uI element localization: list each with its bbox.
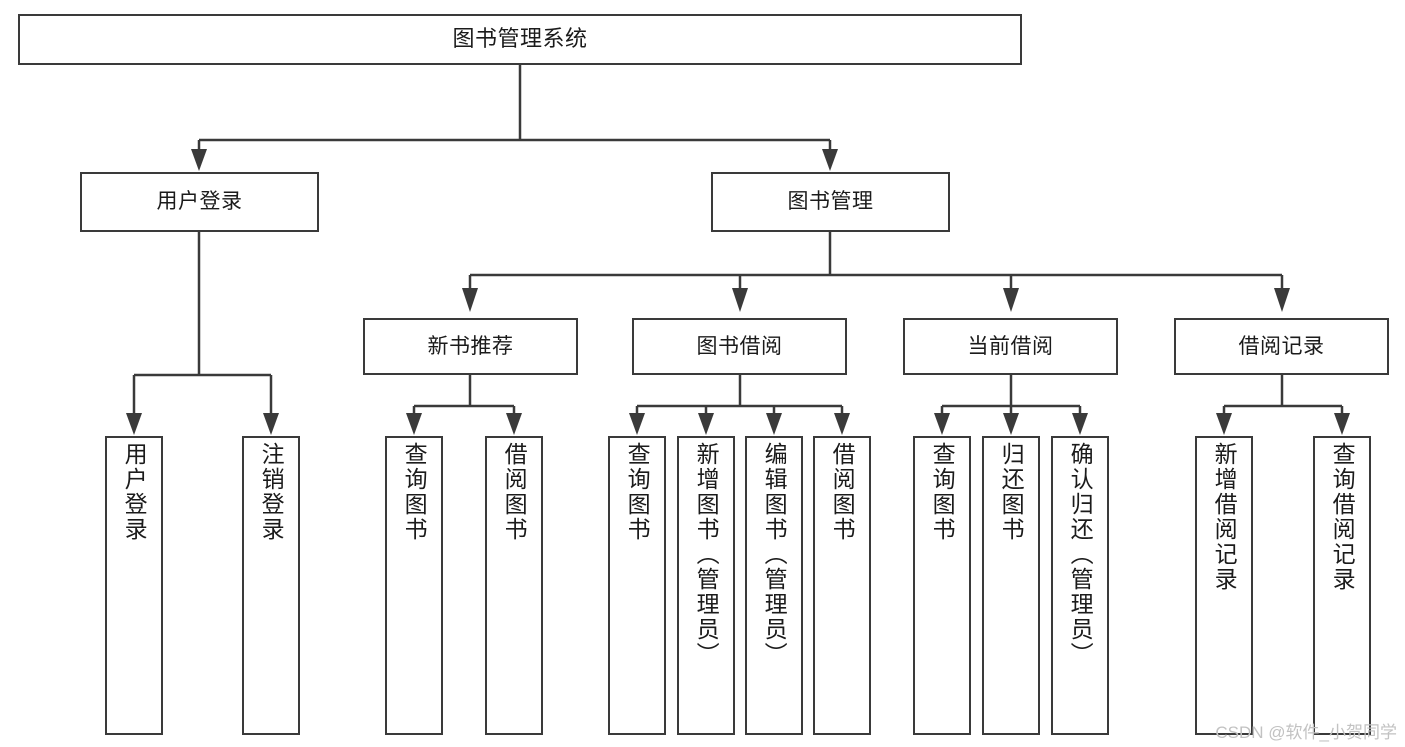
leaf-return-book-label: 归还图书 [998,442,1025,542]
leaf-query-book-1-label: 查询图书 [401,442,428,542]
leaf-confirm-return[interactable]: 确认归还（管理员） [1051,436,1109,735]
arrowhead-book-manage [822,149,838,171]
arrowhead-leaf-confirm-return [1072,413,1088,435]
leaf-borrow-book-1[interactable]: 借阅图书 [485,436,543,735]
node-new-book-recommend[interactable]: 新书推荐 [363,318,578,375]
arrowhead-book-borrow [732,288,748,312]
arrowhead-leaf-edit-book [766,413,782,435]
leaf-query-book-2[interactable]: 查询图书 [608,436,666,735]
leaf-confirm-return-label: 确认归还（管理员） [1067,442,1094,667]
arrowhead-leaf-add-record [1216,413,1232,435]
node-borrow-record-label: 借阅记录 [1238,334,1325,358]
arrowhead-leaf-query-book-1 [406,413,422,435]
node-user-login[interactable]: 用户登录 [80,172,319,232]
leaf-user-logout-label: 注销登录 [258,442,285,542]
arrowhead-leaf-borrow-book-2 [834,413,850,435]
leaf-edit-book[interactable]: 编辑图书（管理员） [745,436,803,735]
node-current-borrow-label: 当前借阅 [967,334,1054,358]
arrowhead-current-borrow [1003,288,1019,312]
node-book-borrow-label: 图书借阅 [696,334,783,358]
leaf-add-book-label: 新增图书（管理员） [693,442,720,667]
arrowhead-leaf-user-logout [263,413,279,435]
arrowhead-leaf-add-book [698,413,714,435]
leaf-return-book[interactable]: 归还图书 [982,436,1040,735]
leaf-add-record-label: 新增借阅记录 [1211,442,1238,592]
arrowhead-new-book-recommend [462,288,478,312]
leaf-borrow-book-2-label: 借阅图书 [829,442,856,542]
node-root-system[interactable]: 图书管理系统 [18,14,1022,65]
arrowhead-leaf-borrow-book-1 [506,413,522,435]
node-book-manage-label: 图书管理 [787,190,874,214]
leaf-query-record-label: 查询借阅记录 [1329,442,1356,592]
leaf-add-record[interactable]: 新增借阅记录 [1195,436,1253,735]
node-new-book-recommend-label: 新书推荐 [427,334,514,358]
leaf-query-book-2-label: 查询图书 [624,442,651,542]
leaf-query-record[interactable]: 查询借阅记录 [1313,436,1371,735]
leaf-borrow-book-1-label: 借阅图书 [501,442,528,542]
arrowhead-leaf-query-record [1334,413,1350,435]
node-borrow-record[interactable]: 借阅记录 [1174,318,1389,375]
node-book-manage[interactable]: 图书管理 [711,172,950,232]
node-current-borrow[interactable]: 当前借阅 [903,318,1118,375]
leaf-add-book[interactable]: 新增图书（管理员） [677,436,735,735]
node-user-login-label: 用户登录 [156,190,243,214]
node-root-label: 图书管理系统 [452,26,588,52]
leaf-borrow-book-2[interactable]: 借阅图书 [813,436,871,735]
node-book-borrow[interactable]: 图书借阅 [632,318,847,375]
arrowhead-leaf-query-book-3 [934,413,950,435]
leaf-edit-book-label: 编辑图书（管理员） [761,442,788,667]
leaf-query-book-1[interactable]: 查询图书 [385,436,443,735]
arrowhead-user-login [191,149,207,171]
arrowhead-leaf-user-login [126,413,142,435]
arrowhead-leaf-return-book [1003,413,1019,435]
arrowhead-leaf-query-book-2 [629,413,645,435]
leaf-user-login-label: 用户登录 [121,442,148,542]
leaf-user-logout[interactable]: 注销登录 [242,436,300,735]
csdn-watermark: CSDN @软件_小贺同学 [1215,723,1397,742]
leaf-query-book-3[interactable]: 查询图书 [913,436,971,735]
arrowhead-borrow-record [1274,288,1290,312]
leaf-user-login[interactable]: 用户登录 [105,436,163,735]
leaf-query-book-3-label: 查询图书 [929,442,956,542]
